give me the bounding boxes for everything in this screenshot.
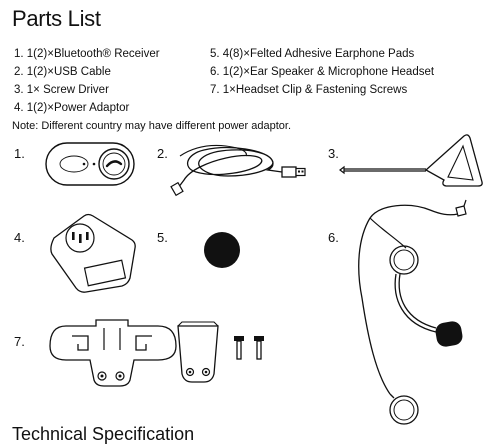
- screw-driver-icon: [339, 134, 483, 187]
- parts-list-item-7: 7. 1×Headset Clip & Fastening Screws: [210, 84, 408, 96]
- parts-list-item-3: 3. 1× Screw Driver: [14, 84, 109, 96]
- figure-number-4: 4.: [14, 230, 25, 245]
- figure-number-6: 6.: [328, 230, 339, 245]
- figure-number-5: 5.: [157, 230, 168, 245]
- usb-cable-icon: [170, 144, 306, 197]
- figure-number-1: 1.: [14, 146, 25, 161]
- figure-number-2: 2.: [157, 146, 168, 161]
- section-title-technical-specification: Technical Specification: [12, 424, 195, 444]
- headset-icon: [358, 199, 467, 425]
- power-adaptor-icon: [50, 213, 136, 293]
- headset-clip-icon: [49, 319, 177, 387]
- note-text: Note: Different country may have differe…: [12, 120, 292, 132]
- parts-list-item-6: 6. 1(2)×Ear Speaker & Microphone Headset: [210, 66, 435, 78]
- page-title: Parts List: [12, 6, 101, 31]
- parts-list-item-1: 1. 1(2)×Bluetooth® Receiver: [14, 48, 160, 60]
- fastening-bracket-icon: [177, 321, 219, 383]
- bluetooth-receiver-icon: [45, 142, 135, 186]
- figure-number-3: 3.: [328, 146, 339, 161]
- screws-icon: [234, 336, 264, 360]
- figure-number-7: 7.: [14, 334, 25, 349]
- parts-list-item-5: 5. 4(8)×Felted Adhesive Earphone Pads: [210, 48, 415, 60]
- parts-list-item-2: 2. 1(2)×USB Cable: [14, 66, 111, 78]
- parts-list-item-4: 4. 1(2)×Power Adaptor: [14, 102, 130, 114]
- earphone-pad-icon: [204, 232, 240, 268]
